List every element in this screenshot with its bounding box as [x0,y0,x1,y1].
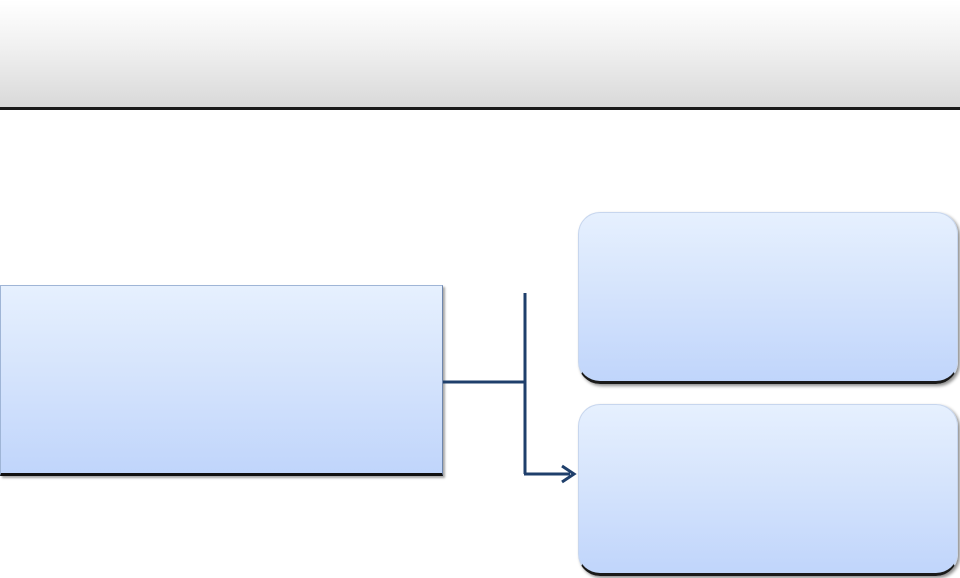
arrowhead-icon [561,464,577,484]
target-box-bottom [578,404,958,576]
title-band [0,0,960,110]
source-box [0,285,443,476]
target-box-top [578,212,958,384]
